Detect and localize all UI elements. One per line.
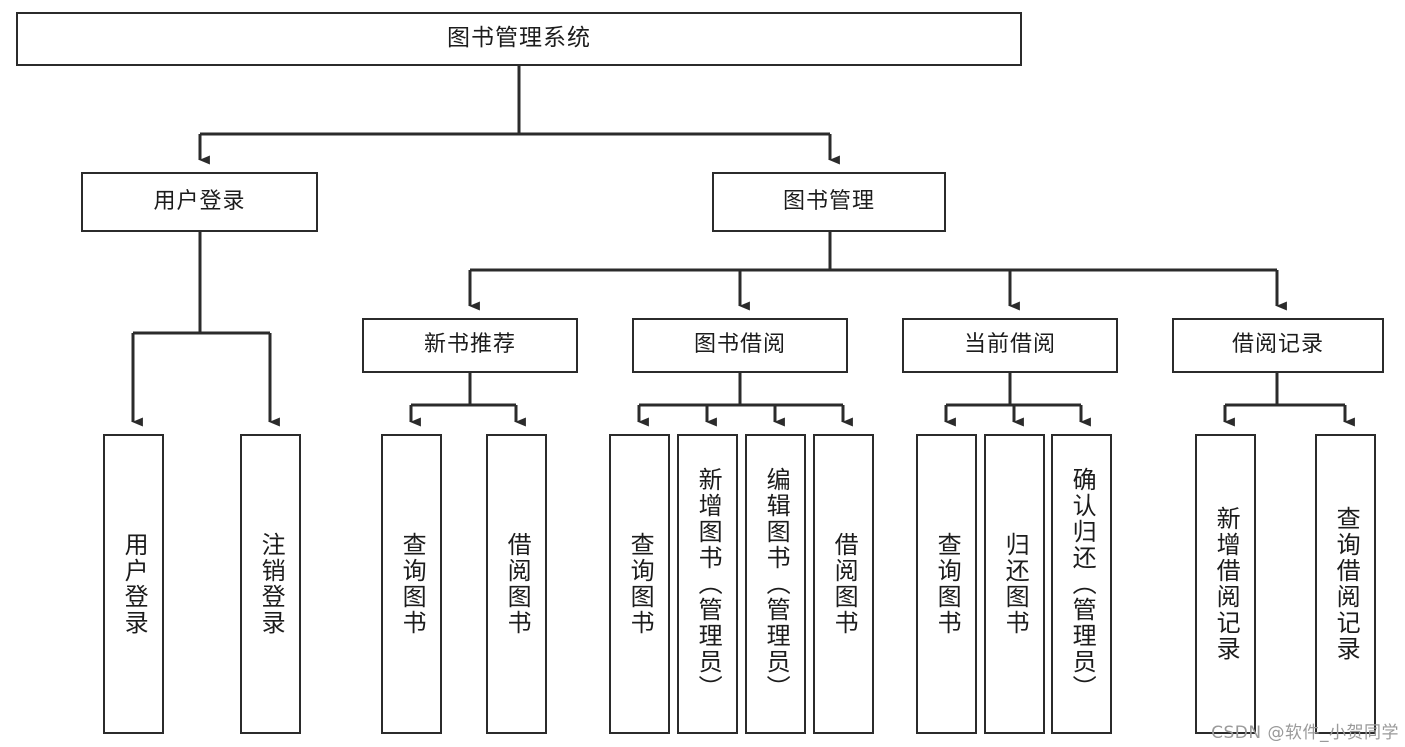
node-label: 图书借阅 (693, 332, 786, 358)
node-book-borrow[interactable]: 图书借阅 (632, 318, 848, 373)
node-book-management[interactable]: 图书管理 (712, 172, 946, 232)
leaf-borrow-book-2[interactable]: 借阅图书 (813, 434, 874, 734)
node-label: 用户登录 (153, 188, 246, 214)
leaf-add-book[interactable]: 新增图书（管理员） (677, 434, 738, 734)
node-label: 当前借阅 (963, 332, 1056, 358)
node-label: 新书推荐 (423, 332, 516, 358)
node-label: 图书管理 (782, 188, 875, 214)
leaf-confirm-return[interactable]: 确认归还（管理员） (1051, 434, 1112, 734)
node-label: 查询图书 (626, 532, 655, 636)
node-current-borrow[interactable]: 当前借阅 (902, 318, 1118, 373)
node-label: 查询图书 (933, 532, 962, 636)
node-label: 编辑图书（管理员） (762, 467, 791, 701)
node-label: 查询借阅记录 (1332, 506, 1361, 662)
leaf-logout[interactable]: 注销登录 (240, 434, 301, 734)
node-label: 借阅图书 (503, 532, 532, 636)
node-label: 确认归还（管理员） (1068, 467, 1097, 701)
node-label: 注销登录 (257, 532, 286, 636)
node-label: 用户登录 (120, 532, 149, 636)
csdn-watermark: CSDN @软件_小贺同学 (1211, 723, 1399, 743)
node-label: 归还图书 (1001, 532, 1030, 636)
node-label: 新增图书（管理员） (694, 467, 723, 701)
leaf-query-book-3[interactable]: 查询图书 (916, 434, 977, 734)
leaf-query-book-2[interactable]: 查询图书 (609, 434, 670, 734)
leaf-query-record[interactable]: 查询借阅记录 (1315, 434, 1376, 734)
leaf-borrow-book-1[interactable]: 借阅图书 (486, 434, 547, 734)
node-label: 图书管理系统 (447, 25, 591, 52)
node-label: 查询图书 (398, 532, 427, 636)
node-label: 新增借阅记录 (1212, 506, 1241, 662)
leaf-add-record[interactable]: 新增借阅记录 (1195, 434, 1256, 734)
node-label: 借阅记录 (1231, 332, 1324, 358)
leaf-user-login[interactable]: 用户登录 (103, 434, 164, 734)
node-root-system[interactable]: 图书管理系统 (16, 12, 1022, 66)
node-label: 借阅图书 (830, 532, 859, 636)
leaf-return-book[interactable]: 归还图书 (984, 434, 1045, 734)
leaf-edit-book[interactable]: 编辑图书（管理员） (745, 434, 806, 734)
node-borrow-record[interactable]: 借阅记录 (1172, 318, 1384, 373)
node-new-book-recommend[interactable]: 新书推荐 (362, 318, 578, 373)
leaf-query-book-1[interactable]: 查询图书 (381, 434, 442, 734)
node-user-login[interactable]: 用户登录 (81, 172, 318, 232)
